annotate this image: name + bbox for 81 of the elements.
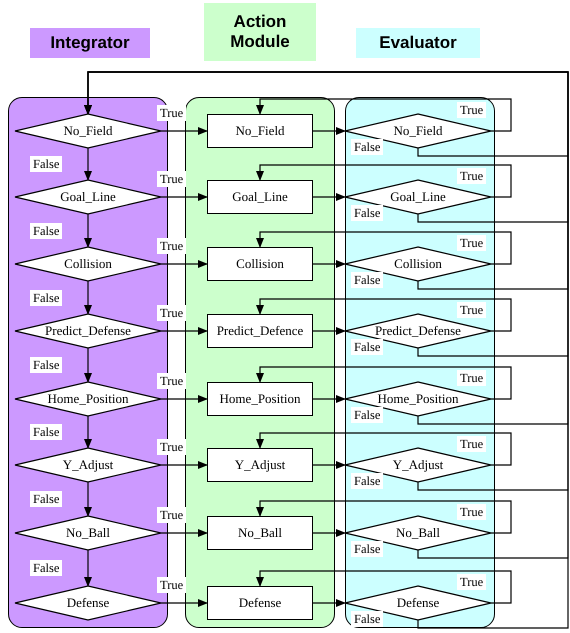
- edge-label: False: [30, 560, 62, 576]
- arrow: [313, 327, 346, 335]
- arrow: [161, 327, 208, 335]
- edge-label: True: [457, 102, 486, 118]
- arrow: [256, 570, 512, 604]
- edge-label: True: [457, 235, 486, 251]
- arrow: [84, 348, 92, 383]
- edge-label: True: [457, 574, 486, 590]
- decision-diamond: Collision: [15, 247, 161, 281]
- arrow: [313, 260, 346, 268]
- arrow: [161, 529, 208, 537]
- process-box: Collision: [207, 247, 313, 281]
- arrow: [84, 416, 92, 449]
- arrow: [256, 500, 512, 534]
- edge-label: False: [30, 156, 62, 172]
- decision-diamond: Predict_Defense: [15, 314, 161, 348]
- edge-label: False: [30, 424, 62, 440]
- edge-label: False: [351, 611, 384, 627]
- process-box: Predict_Defence: [207, 314, 313, 348]
- arrow: [161, 260, 208, 268]
- edge-label: True: [157, 305, 186, 321]
- process-box: No_Field: [207, 114, 313, 148]
- arrow: [313, 599, 346, 607]
- edge-label: True: [157, 577, 186, 593]
- arrow: [84, 214, 92, 248]
- arrow: [256, 231, 512, 265]
- edge-label: False: [351, 407, 384, 423]
- column-heading: Action Module: [204, 3, 316, 61]
- edge-label: True: [457, 168, 486, 184]
- arrow: [84, 482, 92, 517]
- decision-diamond: Y_Adjust: [15, 448, 161, 482]
- arrow: [84, 148, 92, 181]
- edge-label: False: [30, 491, 62, 507]
- edge-label: True: [457, 504, 486, 520]
- arrow: [256, 366, 512, 400]
- edge-label: True: [157, 439, 186, 455]
- edge-label: True: [157, 507, 186, 523]
- edge-label: True: [457, 302, 486, 318]
- decision-diamond: No_Field: [15, 114, 161, 148]
- edge-label: False: [351, 272, 384, 288]
- edge-label: True: [457, 436, 486, 452]
- arrow: [161, 461, 208, 469]
- process-box: No_Ball: [207, 516, 313, 550]
- edge-label: False: [30, 357, 62, 373]
- arrow: [84, 281, 92, 315]
- process-box: Defense: [207, 586, 313, 620]
- edge-label: True: [157, 238, 186, 254]
- arrow: [313, 461, 346, 469]
- arrow: [256, 98, 512, 132]
- arrow: [313, 529, 346, 537]
- edge-label: False: [351, 339, 384, 355]
- arrow: [161, 127, 208, 135]
- arrow: [161, 193, 208, 201]
- decision-diamond: Goal_Line: [15, 180, 161, 214]
- edge-label: False: [30, 290, 62, 306]
- arrow: [313, 395, 346, 403]
- edge-label: False: [351, 139, 384, 155]
- arrow: [313, 127, 346, 135]
- arrow: [313, 193, 346, 201]
- column-heading: Integrator: [30, 28, 150, 58]
- edge-label: False: [351, 473, 384, 489]
- decision-diamond: No_Ball: [15, 516, 161, 550]
- edge-label: True: [157, 373, 186, 389]
- arrow: [256, 298, 512, 332]
- process-box: Y_Adjust: [207, 448, 313, 482]
- edge-label: True: [157, 171, 186, 187]
- arrow: [161, 599, 208, 607]
- decision-diamond: Defense: [15, 586, 161, 620]
- arrow: [256, 164, 512, 198]
- decision-diamond: Home_Position: [15, 382, 161, 416]
- arrow: [84, 550, 92, 587]
- edge-label: True: [457, 370, 486, 386]
- process-box: Goal_Line: [207, 180, 313, 214]
- arrow: [161, 395, 208, 403]
- edge-label: False: [351, 205, 384, 221]
- edge-label: True: [157, 105, 186, 121]
- edge-label: False: [30, 222, 62, 238]
- edge-label: False: [351, 541, 384, 557]
- column-heading: Evaluator: [356, 28, 480, 58]
- arrow: [256, 432, 512, 466]
- process-box: Home_Position: [207, 382, 313, 416]
